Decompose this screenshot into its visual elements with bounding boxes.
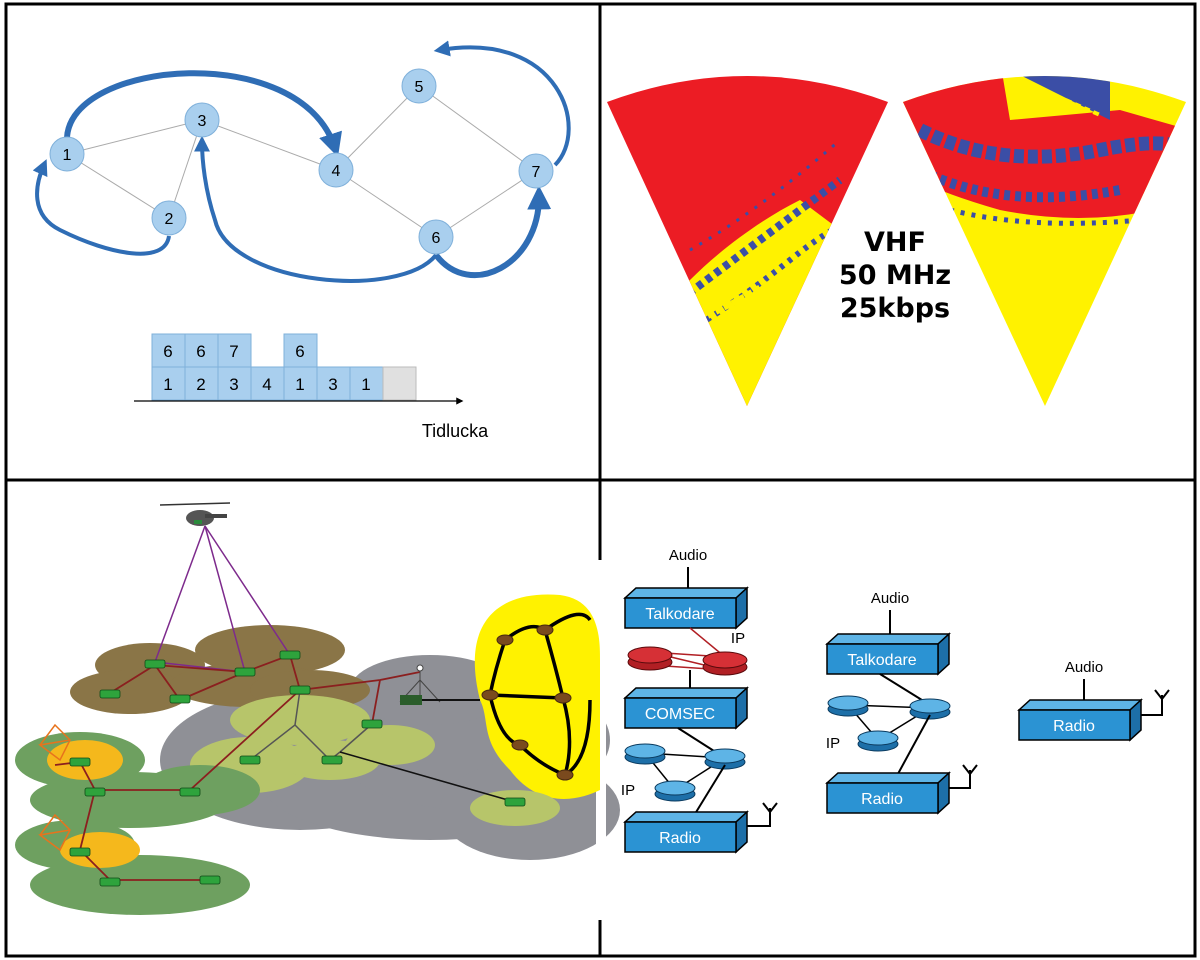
frequency-label: 50 MHz [839,260,951,291]
ip-label: IP [731,630,745,647]
svg-text:1: 1 [63,147,72,164]
graph-arrows [32,40,571,283]
ip-label: IP [621,782,635,799]
audio-label: Audio [669,547,707,564]
svg-text:3: 3 [198,113,207,130]
slot-cell: 1 [349,366,384,401]
svg-text:5: 5 [415,79,424,96]
svg-text:1: 1 [295,375,304,394]
svg-text:6: 6 [295,342,304,361]
svg-text:4: 4 [332,163,341,180]
slot-cell: 6 [184,333,219,368]
stack-c: Audio Radio [1017,659,1170,742]
stack-b: Audio Talkodare IP [825,590,978,815]
router-icon [481,624,574,781]
antenna-icon [949,764,978,789]
svg-text:6: 6 [432,230,441,247]
graph-node: 7 [518,153,554,189]
graph-node: 6 [418,219,454,255]
svg-text:Radio: Radio [659,830,701,847]
arrow-1-4 [64,70,342,158]
coverage-fan-left [607,76,888,406]
air-links [154,525,291,673]
helicopter-icon [159,502,231,526]
svg-text:3: 3 [328,375,337,394]
arrow-7-5 [433,40,571,167]
slot-cell: 2 [184,366,219,401]
router-icon [827,695,951,752]
radio-box: Radio [623,810,749,854]
svg-text:Radio: Radio [1053,718,1095,735]
time-slot-table: 6 6 7 6 1 2 3 4 1 3 1 Tidlucka [134,333,489,441]
slot-cell: 1 [283,366,318,401]
arrow-6-3 [194,135,438,283]
slot-cell: 3 [217,366,252,401]
antenna-icon [1141,689,1170,716]
svg-text:7: 7 [532,164,541,181]
slot-cell [382,366,417,401]
antenna-icon [747,802,778,827]
svg-text:7: 7 [229,342,238,361]
svg-text:4: 4 [262,375,271,394]
link-parameters: VHF 50 MHz 25kbps [839,227,951,324]
router-icon [624,743,746,802]
coverage-fan-right [903,76,1186,406]
talkodare-box: Talkodare [825,632,951,676]
graph-node: 2 [151,200,187,236]
comsec-box: COMSEC [623,686,749,730]
soldier-icon [38,723,71,852]
panel-routing-graph: 1 2 3 4 5 6 7 6 6 7 6 1 2 3 4 1 3 1 Tidl… [32,40,571,441]
svg-text:Talkodare: Talkodare [645,606,714,623]
graph-nodes: 1 2 3 4 5 6 7 [49,68,554,255]
arrow-2-1 [32,159,171,256]
slot-cell: 1 [151,366,186,401]
slot-cell: 6 [283,333,318,368]
svg-text:6: 6 [163,342,172,361]
slot-cell: 7 [217,333,252,368]
time-axis-label: Tidlucka [422,421,489,441]
radio-box: Radio [1017,698,1143,742]
tank-icon [69,650,526,887]
svg-text:3: 3 [229,375,238,394]
long-link [339,751,516,803]
svg-text:Radio: Radio [861,791,903,808]
svg-text:2: 2 [196,375,205,394]
panel-coverage: VHF 50 MHz 25kbps [607,76,1186,406]
slot-cell: 4 [250,366,285,401]
stack-a: Audio Talkodare IP [621,547,778,854]
svg-text:Talkodare: Talkodare [847,652,916,669]
radio-box: Radio [825,771,951,815]
slot-cell: 3 [316,366,351,401]
ip-label: IP [826,735,840,752]
rate-label: 25kbps [840,293,950,324]
graph-node: 1 [49,136,85,172]
graph-node: 4 [318,152,354,188]
svg-text:COMSEC: COMSEC [645,706,715,723]
arrow-6-7 [433,185,552,278]
panel-protocol-stacks: Audio Talkodare IP [621,547,1170,854]
audio-label: Audio [1065,659,1103,676]
graph-node: 3 [184,102,220,138]
band-label: VHF [864,227,926,258]
graph-node: 5 [401,68,437,104]
vehicle-icon [400,695,480,705]
graph-edges [66,85,537,238]
panel-network-scene [15,502,620,920]
audio-label: Audio [871,590,909,607]
router-icon [627,646,748,676]
svg-text:2: 2 [165,211,174,228]
svg-text:1: 1 [361,375,370,394]
svg-text:1: 1 [163,375,172,394]
svg-text:6: 6 [196,342,205,361]
talkodare-box: Talkodare [623,586,749,630]
slot-cell: 6 [151,333,186,368]
